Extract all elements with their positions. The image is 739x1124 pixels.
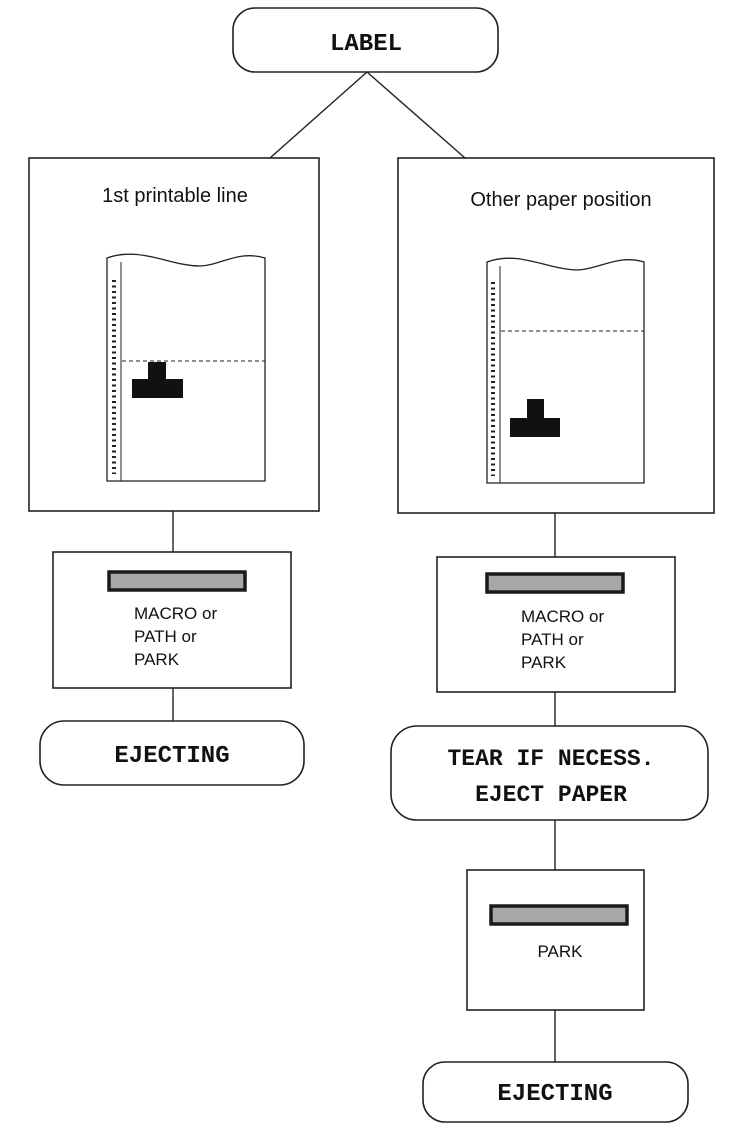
connector-label-left <box>269 71 368 159</box>
tear-node: TEAR IF NECESS. EJECT PAPER <box>390 725 709 821</box>
left-button-line-3: PARK <box>134 650 180 669</box>
park-box <box>466 869 645 1011</box>
right-button-node: MACRO or PATH or PARK <box>436 556 676 693</box>
left-paper-icon <box>106 253 266 482</box>
right-paper-sheet <box>486 257 645 484</box>
right-button-line-2: PATH or <box>521 630 584 649</box>
label-text: LABEL <box>330 31 402 58</box>
left-print-head-top <box>148 362 166 380</box>
left-button-line-1: MACRO or <box>134 604 217 623</box>
connector-label-right <box>366 71 466 159</box>
tear-box <box>390 725 709 821</box>
left-result-text: EJECTING <box>114 743 229 770</box>
left-button-line-2: PATH or <box>134 627 197 646</box>
right-button-line-1: MACRO or <box>521 607 604 626</box>
right-print-head-base <box>510 418 560 437</box>
left-result-box <box>39 720 305 786</box>
left-panel: 1st printable line <box>28 157 320 512</box>
right-result-box <box>422 1061 689 1123</box>
label-node: LABEL <box>232 7 499 73</box>
right-button-line-3: PARK <box>521 653 567 672</box>
right-panel: Other paper position <box>397 157 715 514</box>
right-panel-title: Other paper position <box>470 189 651 211</box>
tear-line-1: TEAR IF NECESS. <box>447 746 654 772</box>
connectors <box>172 71 556 1062</box>
right-result-text: EJECTING <box>497 1081 612 1108</box>
left-panel-key <box>107 570 247 592</box>
right-result-node: EJECTING <box>422 1061 689 1123</box>
left-paper-sheet <box>106 253 266 482</box>
left-panel-title: 1st printable line <box>102 185 248 207</box>
label-box <box>232 7 499 73</box>
left-print-head-base <box>132 379 183 398</box>
park-node: PARK <box>466 869 645 1011</box>
right-panel-key <box>485 572 625 594</box>
right-print-head-top <box>527 399 544 419</box>
park-text: PARK <box>537 942 583 961</box>
left-result-node: EJECTING <box>39 720 305 786</box>
right-paper-icon <box>486 257 645 484</box>
left-button-node: MACRO or PATH or PARK <box>52 551 292 689</box>
park-key <box>489 904 629 926</box>
tear-line-2: EJECT PAPER <box>475 782 627 808</box>
